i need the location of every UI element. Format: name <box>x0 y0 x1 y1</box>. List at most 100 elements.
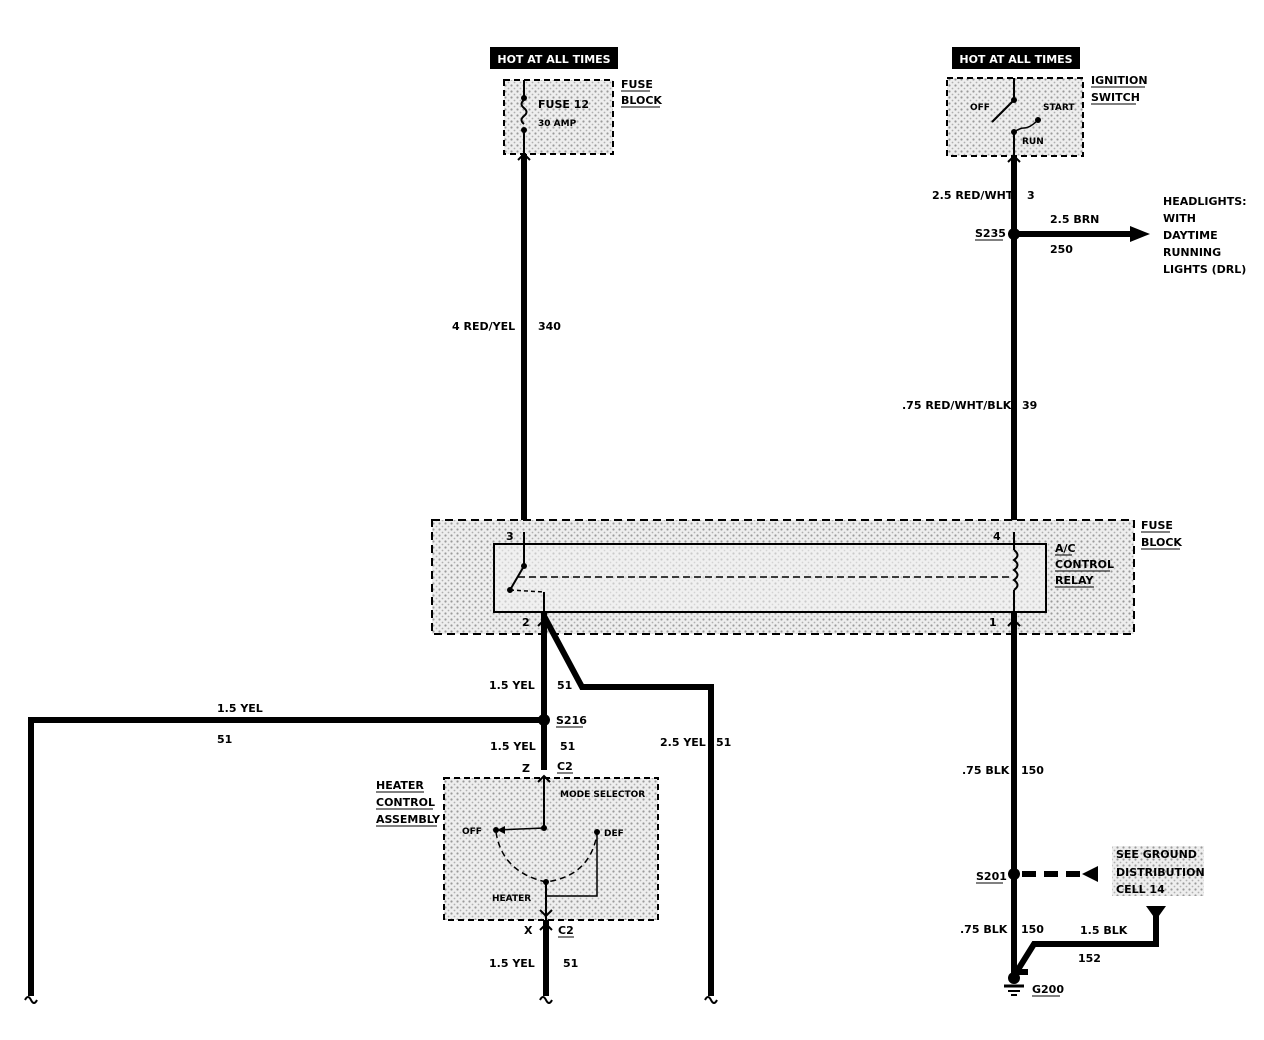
wire-break-center-icon <box>539 996 553 1004</box>
splice-s201: S201 <box>976 866 1098 884</box>
wire-150a-gauge: .75 BLK <box>962 764 1010 777</box>
connector-c2-top-pin: Z <box>522 762 530 775</box>
hot-at-all-times-label-box-right <box>952 47 1080 69</box>
wire-51-right-number: 51 <box>716 736 731 749</box>
headlights-line-2: WITH <box>1163 212 1196 225</box>
wire-3-number: 3 <box>1027 189 1035 202</box>
wire-340-gauge: 4 RED/YEL <box>452 320 515 333</box>
hot-at-all-times-label-box <box>490 47 618 69</box>
headlights-line-1: HEADLIGHTS: <box>1163 195 1247 208</box>
wire-39-gauge: .75 RED/WHT/BLK <box>902 399 1012 412</box>
mode-def-label: DEF <box>604 829 624 839</box>
wire-51-left-gauge: 1.5 YEL <box>217 702 263 715</box>
wire-51c: 1.5 YEL 51 <box>489 920 578 1004</box>
ignition-switch-lever <box>991 99 1015 123</box>
relay-pin-1: 1 <box>989 616 997 629</box>
wire-51-network: S216 1.5 YEL 51 1.5 YEL 51 1.5 YEL 51 2.… <box>24 612 731 1004</box>
ac-control-relay-name-1: A/C <box>1055 542 1076 555</box>
mode-off-label: OFF <box>462 827 482 837</box>
headlights-line-5: LIGHTS (DRL) <box>1163 263 1246 276</box>
wire-150b: .75 BLK 150 <box>960 874 1044 975</box>
wire-150a: .75 BLK 150 <box>962 612 1044 874</box>
ignition-run-label: RUN <box>1022 137 1044 147</box>
headlights-line-4: RUNNING <box>1163 246 1221 259</box>
wire-150b-number: 150 <box>1021 923 1044 936</box>
fuse-block-top-box <box>503 79 614 155</box>
wire-152-gauge: 1.5 BLK <box>1080 924 1128 937</box>
left-power-source: HOT AT ALL TIMES <box>490 47 618 69</box>
wire-3: 2.5 RED/WHT 3 <box>932 154 1035 234</box>
wire-51-right-gauge: 2.5 YEL <box>660 736 706 749</box>
wire-150b-gauge: .75 BLK <box>960 923 1008 936</box>
wire-51c-gauge: 1.5 YEL <box>489 957 535 970</box>
ignition-switch-name-2: SWITCH <box>1091 91 1140 104</box>
relay-pin-2: 2 <box>522 616 530 629</box>
arrow-right-icon <box>1130 226 1150 242</box>
connector-c2-bottom-pin: X <box>524 924 533 937</box>
headlights-line-3: DAYTIME <box>1163 229 1218 242</box>
ground-ref-line-1: SEE GROUND <box>1116 848 1197 861</box>
heater-control-name-3: ASSEMBLY <box>376 813 441 826</box>
wire-340: 4 RED/YEL 340 <box>452 152 561 533</box>
wire-39: .75 RED/WHT/BLK 39 <box>902 234 1037 533</box>
fuse-block-top-name-2: BLOCK <box>621 94 662 107</box>
mode-heater-label: HEATER <box>492 894 531 904</box>
connector-c2-bottom: C2 <box>558 924 574 937</box>
right-power-source: HOT AT ALL TIMES <box>952 47 1080 69</box>
fuse-block-relay-name-2: BLOCK <box>1141 536 1182 549</box>
wire-break-right-icon <box>704 996 718 1004</box>
relay-pin-3: 3 <box>506 530 514 543</box>
wire-51c-number: 51 <box>563 957 578 970</box>
fuse-12-rating: 30 AMP <box>538 119 577 129</box>
fuse-block-top-name-1: FUSE <box>621 78 653 91</box>
hot-at-all-times-label: HOT AT ALL TIMES <box>497 53 610 66</box>
wire-152: 1.5 BLK 152 <box>1011 906 1166 978</box>
wire-3-gauge: 2.5 RED/WHT <box>932 189 1014 202</box>
fuse-12-name: FUSE 12 <box>538 98 589 111</box>
heater-control-name-2: CONTROL <box>376 796 435 809</box>
ground-g200-label: G200 <box>1032 983 1064 996</box>
ground-arrow-icon <box>1146 906 1166 920</box>
wire-150a-number: 150 <box>1021 764 1044 777</box>
wire-250-number: 250 <box>1050 243 1073 256</box>
relay-coil <box>1012 549 1019 591</box>
wire-340-number: 340 <box>538 320 561 333</box>
ac-control-relay-box <box>493 543 1047 613</box>
wire-51a-gauge: 1.5 YEL <box>489 679 535 692</box>
splice-s201-label: S201 <box>976 870 1007 883</box>
hot-at-all-times-label-right: HOT AT ALL TIMES <box>959 53 1072 66</box>
wire-break-left-icon <box>24 996 38 1004</box>
ground-distribution-reference: SEE GROUND DISTRIBUTION CELL 14 <box>1112 846 1205 896</box>
ac-control-relay-name-2: CONTROL <box>1055 558 1114 571</box>
wire-250: 2.5 BRN 250 <box>1014 213 1150 256</box>
fuse-block-relay-name-1: FUSE <box>1141 519 1173 532</box>
ignition-switch: IGNITION SWITCH OFF START RUN <box>946 74 1148 157</box>
splice-s235-label: S235 <box>975 227 1006 240</box>
wire-152-number: 152 <box>1078 952 1101 965</box>
fuse-block-top: FUSE BLOCK FUSE 12 30 AMP <box>503 78 662 155</box>
headlights-reference: HEADLIGHTS: WITH DAYTIME RUNNING LIGHTS … <box>1163 195 1247 276</box>
wire-39-number: 39 <box>1022 399 1037 412</box>
ground-g200: G200 <box>1004 972 1064 997</box>
connector-c2-top: C2 <box>557 760 573 773</box>
heater-control-name-1: HEATER <box>376 779 424 792</box>
mode-selector-label: MODE SELECTOR <box>560 790 645 800</box>
arrow-left-icon <box>1082 866 1098 882</box>
heater-control-assembly: HEATER CONTROL ASSEMBLY Z C2 MODE SELECT… <box>376 760 659 938</box>
wire-51b-gauge: 1.5 YEL <box>490 740 536 753</box>
ignition-start-label: START <box>1043 103 1075 113</box>
ground-ref-line-3: CELL 14 <box>1116 883 1165 896</box>
ignition-switch-name-1: IGNITION <box>1091 74 1148 87</box>
relay-pin-4: 4 <box>993 530 1001 543</box>
fuse-12-symbol <box>520 99 528 125</box>
ac-control-relay-name-3: RELAY <box>1055 574 1094 587</box>
ignition-off-label: OFF <box>970 103 990 113</box>
wire-51a-number: 51 <box>557 679 572 692</box>
splice-s216-label: S216 <box>556 714 587 727</box>
wire-250-gauge: 2.5 BRN <box>1050 213 1099 226</box>
ground-ref-line-2: DISTRIBUTION <box>1116 866 1205 879</box>
relay-contact-arm <box>509 565 525 591</box>
wire-51-left-number: 51 <box>217 733 232 746</box>
wire-51b-number: 51 <box>560 740 575 753</box>
